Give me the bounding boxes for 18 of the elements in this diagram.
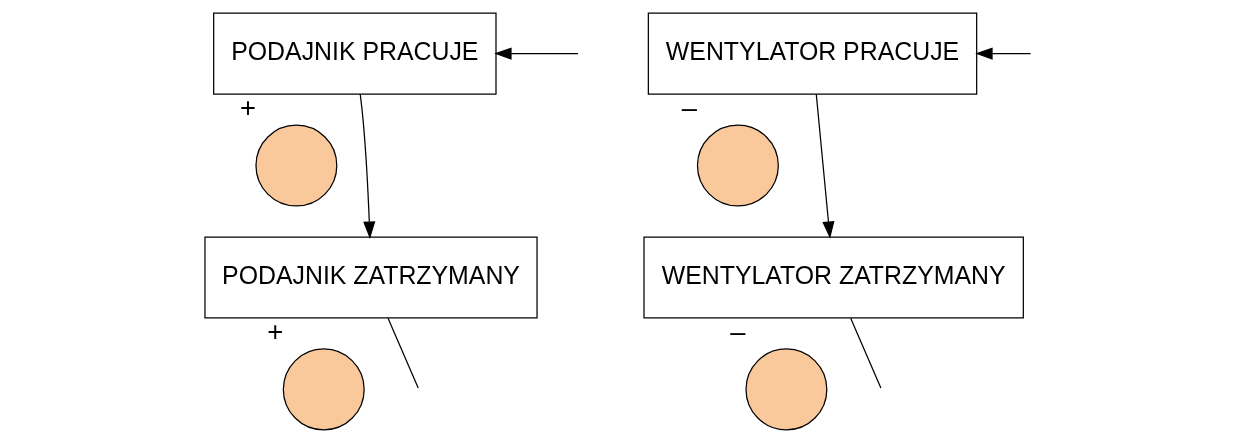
connector xyxy=(387,317,419,389)
node-circle xyxy=(255,124,338,207)
arrow xyxy=(359,93,376,239)
connector xyxy=(850,317,882,389)
node-label: + xyxy=(267,316,284,348)
node-box: WENTYLATOR PRACUJE xyxy=(647,12,978,95)
arrow xyxy=(975,47,1032,60)
node-label: – xyxy=(681,92,697,124)
node-box: PODAJNIK ZATRZYMANY xyxy=(204,236,538,319)
arrow xyxy=(815,93,835,239)
node-circle xyxy=(282,348,365,431)
node-label: – xyxy=(730,316,746,348)
node-circle xyxy=(696,124,779,207)
arrow xyxy=(494,47,579,60)
node-label: + xyxy=(239,92,256,124)
node-box: WENTYLATOR ZATRZYMANY xyxy=(643,236,1024,319)
node-box: PODAJNIK PRACUJE xyxy=(213,12,497,95)
node-circle xyxy=(745,348,828,431)
